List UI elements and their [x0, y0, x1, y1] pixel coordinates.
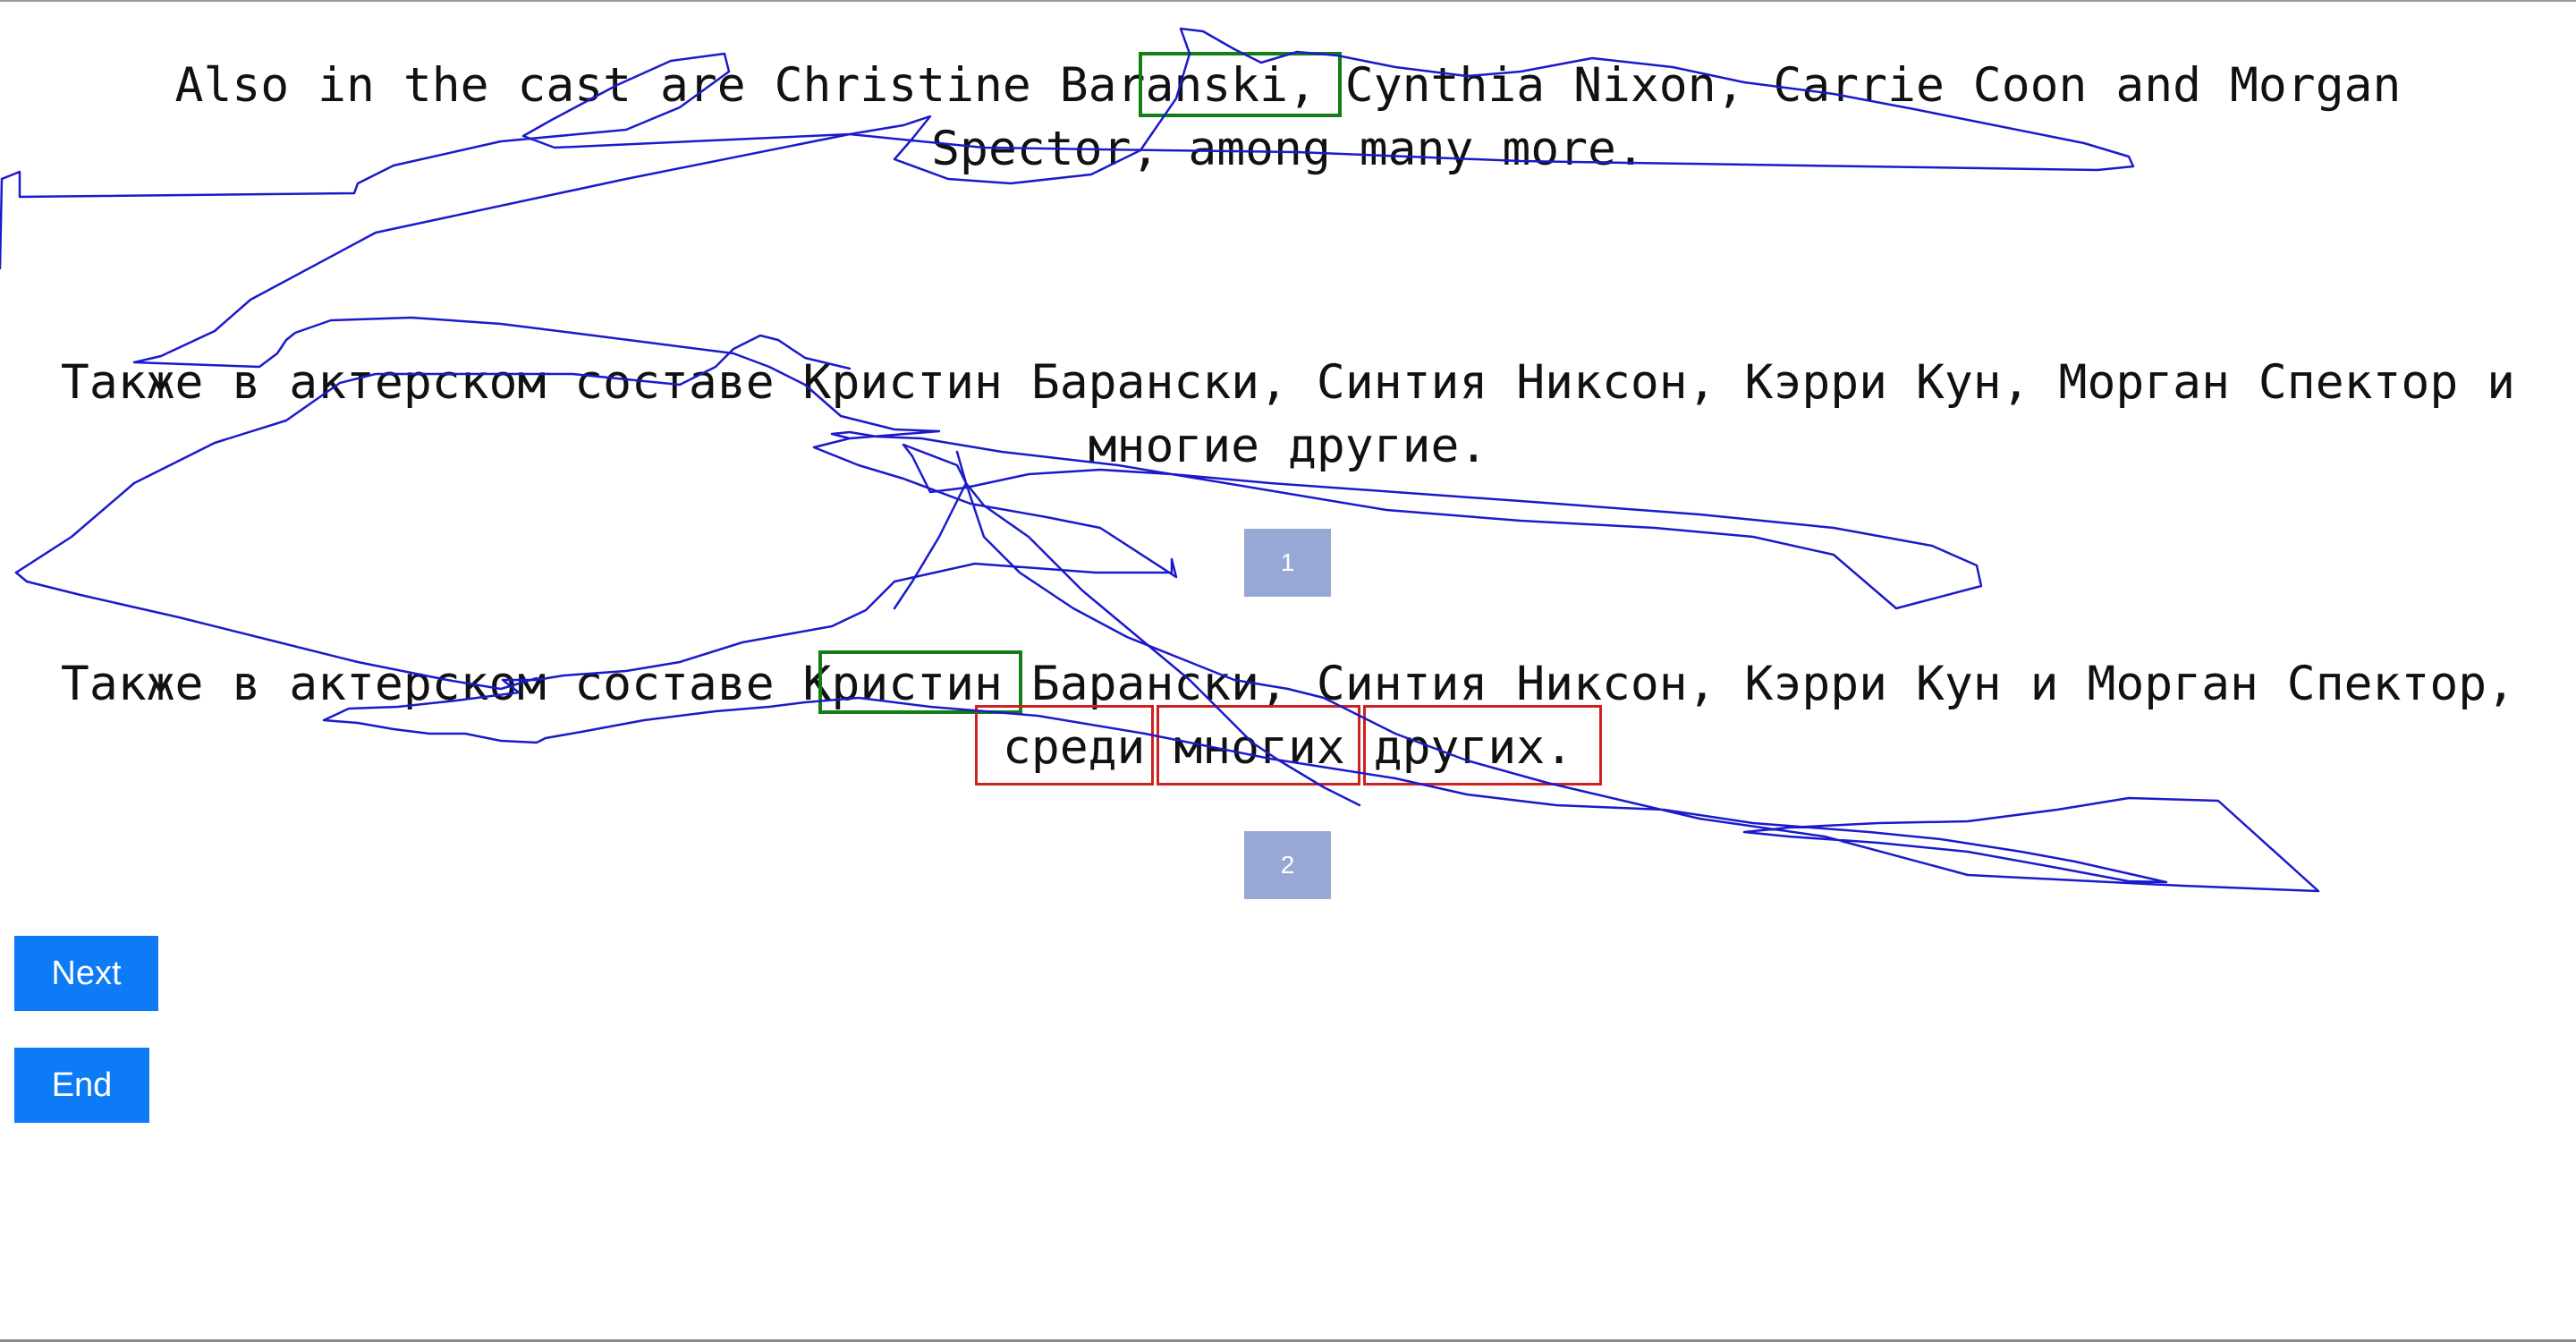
error-highlight-word-2 [1157, 705, 1360, 786]
match-highlight-source [1139, 52, 1342, 117]
next-button[interactable]: Next [14, 936, 158, 1011]
end-button[interactable]: End [14, 1048, 149, 1123]
reference-translation: Также в актерском составе Кристин Баранс… [60, 355, 2516, 473]
error-highlight-word-1 [975, 705, 1154, 786]
segment-badge-2: 2 [1244, 831, 1331, 899]
error-highlight-word-3 [1363, 705, 1602, 786]
segment-badge-1: 1 [1244, 529, 1331, 597]
